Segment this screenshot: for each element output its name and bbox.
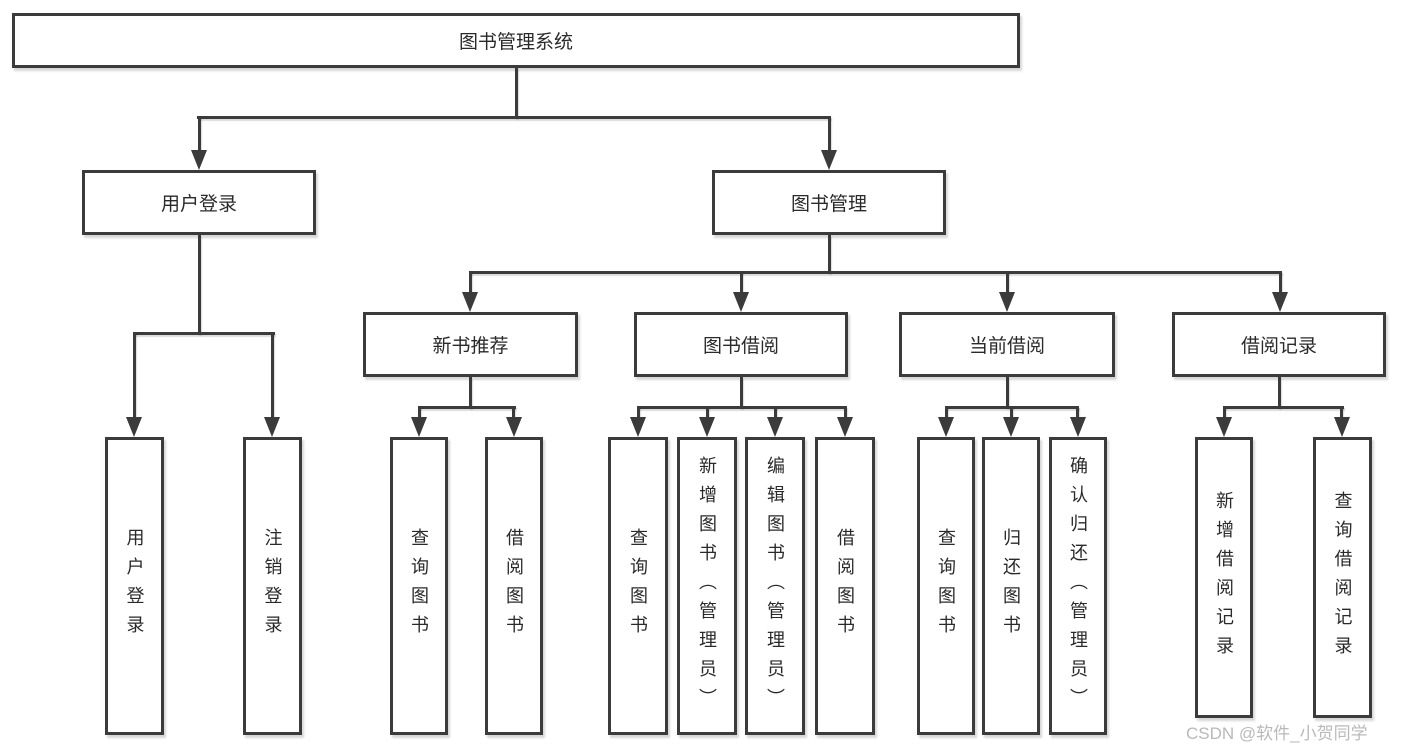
arrow-down-icon — [1216, 417, 1232, 437]
node-book-borrow-label: 图书借阅 — [702, 336, 779, 357]
arrow-down-icon — [999, 292, 1015, 312]
connector-line — [1340, 406, 1343, 419]
connector-line — [828, 116, 831, 152]
leaf-borrow-edit-book-admin: 编辑图书（管理员） — [745, 437, 805, 735]
leaf-current-query-book: 查询图书 — [917, 437, 975, 735]
connector-line — [1006, 271, 1009, 294]
leaf-borrow-add-book-admin: 新增图书（管理员） — [677, 437, 737, 735]
leaf-newbooks-query-book-label: 查询图书 — [409, 528, 429, 644]
connector-line — [515, 68, 518, 118]
node-user-login-label: 用户登录 — [160, 194, 237, 215]
node-book-borrow: 图书借阅 — [634, 312, 848, 377]
node-root-label: 图书管理系统 — [458, 32, 573, 53]
node-new-book-recommend-label: 新书推荐 — [432, 336, 509, 357]
leaf-current-query-book-label: 查询图书 — [936, 528, 956, 644]
connector-line — [637, 406, 846, 409]
connector-line — [740, 271, 743, 294]
leaf-current-confirm-return-admin: 确认归还（管理员） — [1049, 437, 1107, 735]
connector-line — [774, 406, 777, 419]
arrow-down-icon — [1070, 417, 1086, 437]
leaf-records-add-record: 新增借阅记录 — [1195, 437, 1253, 718]
connector-line — [469, 271, 472, 294]
connector-line — [844, 406, 847, 419]
leaf-borrow-query-book: 查询图书 — [608, 437, 668, 735]
connector-line — [198, 116, 201, 152]
leaf-user-login-label: 用户登录 — [124, 528, 145, 644]
leaf-logout: 注销登录 — [243, 437, 302, 735]
node-user-login: 用户登录 — [82, 170, 316, 235]
leaf-newbooks-borrow-book-label: 借阅图书 — [504, 528, 524, 644]
connector-line — [1010, 406, 1013, 419]
arrow-down-icon — [462, 292, 478, 312]
node-current-borrow: 当前借阅 — [899, 312, 1115, 377]
connector-line — [637, 406, 640, 419]
leaf-newbooks-borrow-book: 借阅图书 — [485, 437, 543, 735]
arrow-down-icon — [191, 150, 207, 170]
leaf-borrow-edit-book-admin-label: 编辑图书（管理员） — [765, 455, 785, 717]
arrow-down-icon — [630, 417, 646, 437]
connector-line — [945, 406, 948, 419]
node-borrow-records: 借阅记录 — [1172, 312, 1386, 377]
arrow-down-icon — [837, 417, 853, 437]
node-book-management-label: 图书管理 — [790, 194, 867, 215]
leaf-borrow-borrow-book: 借阅图书 — [815, 437, 875, 735]
arrow-down-icon — [264, 417, 280, 437]
connector-line — [271, 332, 274, 419]
connector-line — [469, 271, 1282, 274]
connector-line — [418, 406, 516, 409]
node-current-borrow-label: 当前借阅 — [968, 336, 1045, 357]
leaf-borrow-add-book-admin-label: 新增图书（管理员） — [697, 455, 717, 717]
connector-line — [1006, 377, 1009, 408]
connector-line — [512, 406, 515, 419]
arrow-down-icon — [411, 417, 427, 437]
node-new-book-recommend: 新书推荐 — [363, 312, 578, 377]
leaf-borrow-borrow-book-label: 借阅图书 — [835, 528, 855, 644]
connector-line — [469, 377, 472, 408]
connector-line — [133, 332, 275, 335]
arrow-down-icon — [733, 292, 749, 312]
leaf-current-confirm-return-admin-label: 确认归还（管理员） — [1068, 455, 1088, 717]
connector-line — [133, 332, 136, 419]
leaf-current-return-book: 归还图书 — [982, 437, 1040, 735]
node-borrow-records-label: 借阅记录 — [1240, 336, 1317, 357]
arrow-down-icon — [506, 417, 522, 437]
leaf-newbooks-query-book: 查询图书 — [390, 437, 448, 735]
connector-line — [706, 406, 709, 419]
connector-line — [197, 116, 831, 119]
leaf-records-query-record-label: 查询借阅记录 — [1332, 490, 1353, 665]
leaf-borrow-query-book-label: 查询图书 — [628, 528, 648, 644]
connector-line — [1223, 406, 1226, 419]
connector-line — [1278, 377, 1281, 408]
leaf-records-query-record: 查询借阅记录 — [1313, 437, 1372, 718]
arrow-down-icon — [1003, 417, 1019, 437]
arrow-down-icon — [699, 417, 715, 437]
connector-line — [1076, 406, 1079, 419]
arrow-down-icon — [126, 417, 142, 437]
leaf-records-add-record-label: 新增借阅记录 — [1214, 490, 1234, 665]
csdn-watermark: CSDN @软件_小贺同学 — [1186, 724, 1368, 743]
connector-line — [198, 235, 201, 334]
node-root: 图书管理系统 — [12, 13, 1020, 68]
node-book-management: 图书管理 — [712, 170, 946, 235]
leaf-current-return-book-label: 归还图书 — [1001, 528, 1021, 644]
connector-line — [828, 235, 831, 273]
arrow-down-icon — [1272, 292, 1288, 312]
arrow-down-icon — [938, 417, 954, 437]
leaf-logout-label: 注销登录 — [262, 528, 283, 644]
arrow-down-icon — [1334, 417, 1350, 437]
leaf-user-login: 用户登录 — [105, 437, 164, 735]
arrow-down-icon — [767, 417, 783, 437]
arrow-down-icon — [821, 150, 837, 170]
connector-line — [418, 406, 421, 419]
connector-line — [1223, 406, 1344, 409]
connector-line — [740, 377, 743, 408]
connector-line — [1279, 271, 1282, 294]
